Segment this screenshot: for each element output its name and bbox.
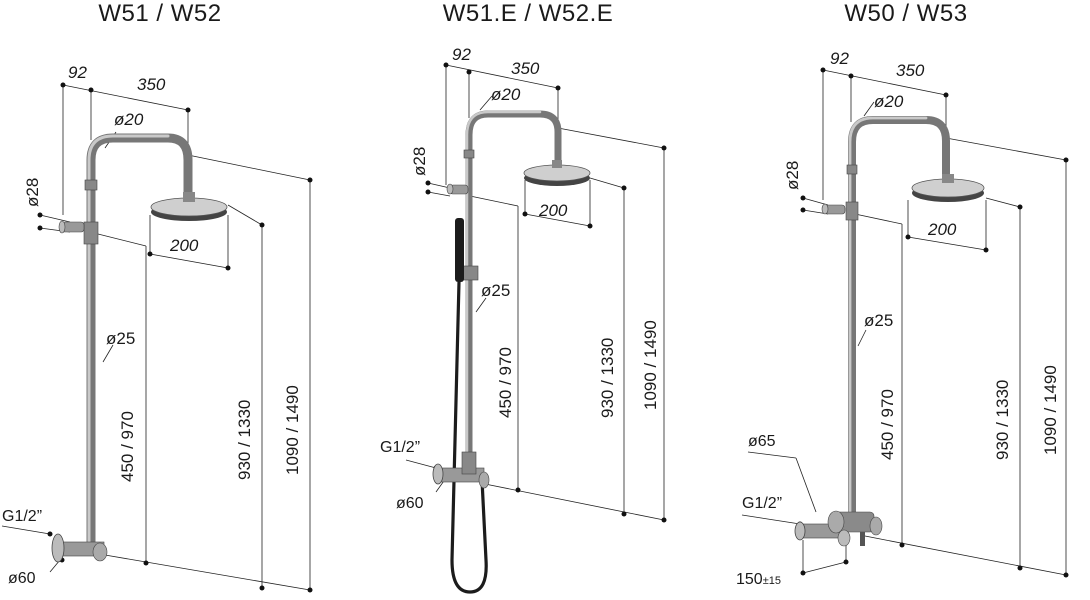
dim-offset: 92	[830, 49, 849, 68]
dim-arm-diameter: ø20	[874, 92, 904, 111]
dim-spacing-tolerance: ±15	[763, 575, 781, 587]
drawing-w51e-w52e: 92 350 ø20 ø28 200 ø25 450 / 970 930 / 1…	[380, 45, 667, 594]
dim-head-height: 930 / 1330	[598, 338, 617, 418]
dim-mixer-diameter: ø65	[748, 433, 776, 450]
dim-inlet-height: 450 / 970	[118, 411, 137, 482]
dim-head-height: 930 / 1330	[235, 400, 254, 480]
dim-total-height: 1090 / 1490	[641, 320, 660, 410]
shower-head	[523, 160, 591, 186]
dim-thread: G1/2”	[2, 508, 42, 525]
dim-riser-diameter: ø25	[106, 329, 135, 348]
dim-flange-diameter: ø60	[396, 495, 424, 512]
shower-head	[150, 192, 228, 221]
wall-inlet	[51, 533, 108, 563]
dim-inlet-height: 450 / 970	[878, 389, 897, 460]
dim-inlet-height: 450 / 970	[496, 347, 515, 418]
wall-mixer	[432, 451, 490, 489]
drawing-w50-w53: 92 350 ø20 ø28 200 ø25 450 / 970 930 / 1…	[736, 49, 1069, 588]
dim-total-height: 1090 / 1490	[283, 385, 302, 475]
dim-spacing-value: 150	[736, 571, 763, 588]
dimension-lines	[1, 84, 311, 591]
dim-head-height: 930 / 1330	[993, 380, 1012, 460]
shower-column	[446, 110, 562, 480]
hand-shower	[450, 218, 488, 594]
model-title-w51-w52: W51 / W52	[98, 0, 222, 27]
dim-inlet-diameter: ø28	[23, 178, 42, 207]
dimension-points	[797, 67, 1069, 578]
shower-column	[821, 116, 950, 526]
drawing-w51-w52: 92 350 ø20 ø28 200 ø25 450 / 970 930 / 1…	[1, 63, 313, 593]
dimension-points	[37, 82, 313, 593]
dim-riser-diameter: ø25	[864, 311, 893, 330]
dim-offset: 92	[452, 45, 471, 64]
model-title-w50-w53: W50 / W53	[844, 0, 968, 27]
thermostatic-mixer	[794, 510, 883, 547]
dim-reach: 350	[896, 61, 925, 80]
dim-arm-diameter: ø20	[114, 110, 144, 129]
dimension-lines	[405, 64, 665, 521]
dim-reach: 350	[137, 75, 166, 94]
dim-head-diameter: 200	[169, 236, 199, 255]
dim-flange-diameter: ø60	[8, 570, 36, 587]
shower-head	[911, 174, 985, 202]
dim-total-height: 1090 / 1490	[1041, 365, 1060, 455]
dim-thread: G1/2”	[742, 495, 782, 512]
dim-riser-diameter: ø25	[481, 281, 510, 300]
dim-arm-diameter: ø20	[491, 85, 521, 104]
dim-reach: 350	[511, 59, 540, 78]
dim-head-diameter: 200	[538, 201, 568, 220]
model-title-w51e-w52e: W51.E / W52.E	[442, 0, 614, 27]
dimension-lines	[741, 69, 1067, 576]
shower-column	[58, 133, 193, 553]
dimension-points	[425, 62, 667, 523]
dim-inlet-diameter: ø28	[410, 147, 429, 176]
dim-offset: 92	[68, 63, 87, 82]
dim-head-diameter: 200	[927, 220, 957, 239]
dim-thread: G1/2”	[380, 439, 420, 456]
dim-spacing: 150±15	[736, 571, 781, 588]
dim-inlet-diameter: ø28	[783, 161, 802, 190]
